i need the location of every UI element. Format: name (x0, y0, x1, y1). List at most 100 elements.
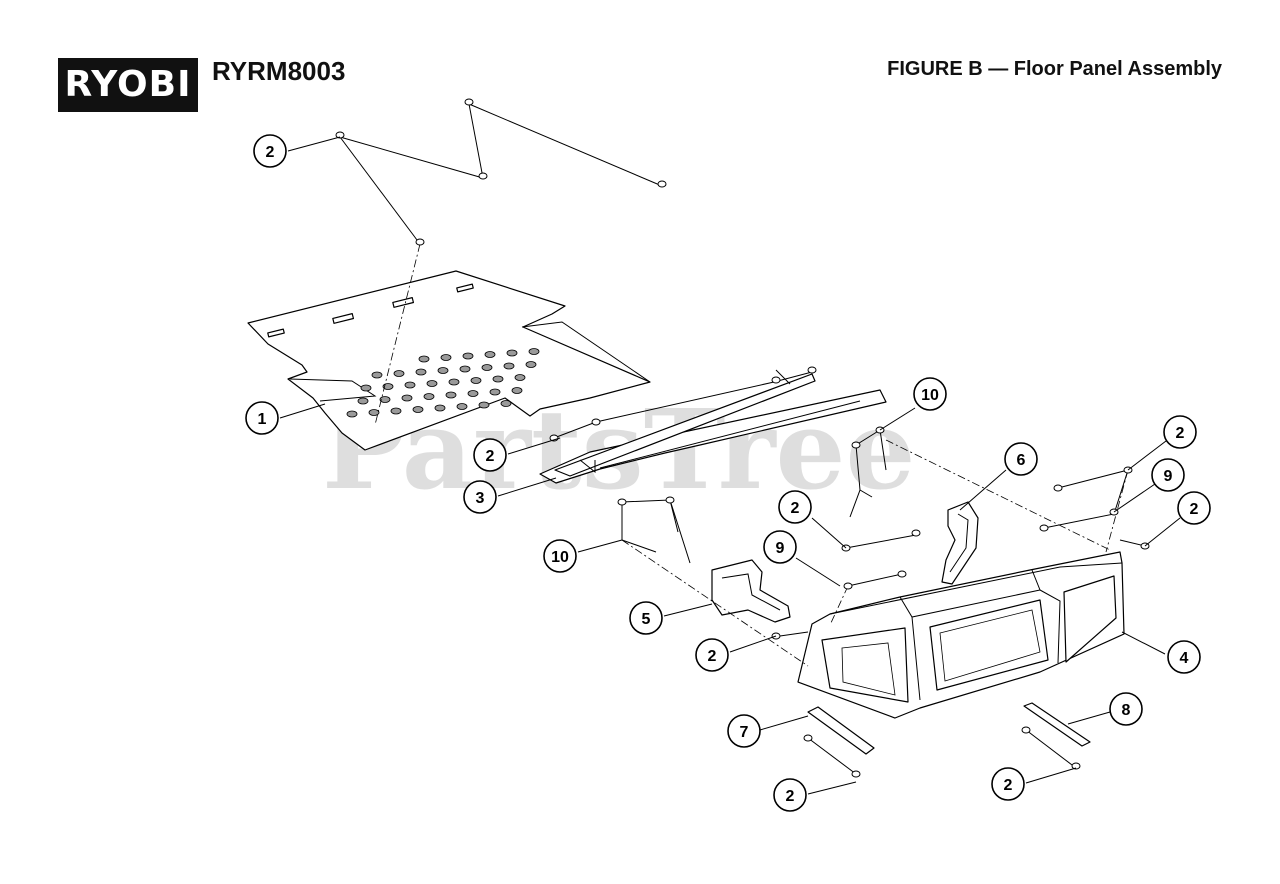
fastener-head (478, 172, 488, 180)
floor-hole (357, 397, 369, 405)
fastener-head (851, 770, 861, 778)
floor-hole (404, 381, 416, 389)
callout-label: 2 (791, 500, 800, 517)
callout-2: 2 (1177, 491, 1211, 525)
callout-label: 5 (642, 611, 651, 628)
callout-2: 2 (253, 134, 287, 168)
fastener-head (617, 498, 627, 506)
floor-hole (481, 364, 493, 371)
fastener-head (415, 238, 425, 246)
callout-label: 9 (776, 540, 785, 557)
floor-hole (506, 349, 518, 357)
floor-hole (478, 401, 490, 409)
callout-label: 10 (551, 549, 569, 566)
callout-5: 5 (629, 601, 663, 635)
strap-part-8 (1023, 702, 1091, 747)
fasteners (335, 98, 1150, 778)
callout-leaders (279, 136, 1181, 795)
floor-hole (525, 361, 537, 368)
fastener-head (897, 570, 907, 578)
callout-2: 2 (773, 778, 807, 812)
floor-hole (382, 383, 394, 390)
fastener-head (335, 131, 345, 139)
callout-8: 8 (1109, 692, 1143, 726)
fastener-head (591, 418, 601, 426)
callout-2: 2 (473, 438, 507, 472)
strap-part-7 (807, 706, 875, 755)
front-cowl-part-4 (797, 551, 1125, 719)
floor-hole (462, 352, 474, 360)
floor-hole (434, 404, 446, 412)
callout-9: 9 (1151, 458, 1185, 492)
figure-title: FIGURE B — Floor Panel Assembly (887, 58, 1222, 80)
fastener-head (657, 180, 667, 188)
floor-hole (379, 396, 391, 403)
fastener-head (771, 376, 781, 384)
floor-bracket-part-3 (539, 373, 887, 484)
callout-label: 2 (486, 448, 495, 465)
callout-label: 2 (1004, 777, 1013, 794)
fastener-head (665, 496, 675, 504)
floor-hole (360, 384, 372, 392)
floor-hole (500, 400, 512, 407)
callout-6: 6 (1004, 442, 1038, 476)
floor-hole (503, 362, 515, 370)
side-bracket-part-5 (711, 559, 791, 623)
callout-7: 7 (727, 714, 761, 748)
fastener-head (464, 98, 474, 106)
callout-10: 10 (913, 377, 947, 411)
floor-plate-holes (346, 348, 540, 418)
floor-hole (390, 407, 402, 415)
callout-label: 2 (1190, 501, 1199, 518)
callout-label: 2 (708, 648, 717, 665)
callout-2: 2 (695, 638, 729, 672)
fastener-head (851, 441, 861, 449)
floor-hole (440, 354, 452, 361)
callout-label: 2 (1176, 425, 1185, 442)
floor-hole (511, 387, 523, 394)
callout-label: 7 (740, 724, 749, 741)
callout-label: 10 (921, 387, 939, 404)
floor-hole (415, 368, 427, 376)
fastener-head (1053, 484, 1063, 492)
floor-hole (401, 394, 413, 402)
floor-plate-part-1 (247, 270, 651, 451)
floor-hole (459, 365, 471, 373)
callout-label: 2 (266, 144, 275, 161)
floor-hole (470, 377, 482, 384)
side-bracket-part-6 (941, 501, 979, 585)
floor-hole (456, 403, 468, 410)
floor-hole (445, 391, 457, 399)
callout-label: 3 (476, 490, 485, 507)
fastener-head (843, 582, 853, 590)
ryobi-logo: RYOBI (58, 58, 198, 112)
fastener-head (1039, 524, 1049, 532)
floor-hole (368, 409, 380, 416)
fastener-head (1021, 726, 1031, 734)
callout-label: 1 (258, 411, 267, 428)
callout-10: 10 (543, 539, 577, 573)
floor-hole (426, 380, 438, 387)
callout-2: 2 (991, 767, 1025, 801)
callout-9: 9 (763, 530, 797, 564)
callout-2: 2 (1163, 415, 1197, 449)
callout-3: 3 (463, 480, 497, 514)
floor-hole (467, 390, 479, 397)
model-number: RYRM8003 (212, 56, 346, 86)
floor-hole (423, 393, 435, 400)
floor-hole (514, 374, 526, 381)
callout-label: 4 (1180, 650, 1189, 667)
callout-1: 1 (245, 401, 279, 435)
floor-hole (412, 406, 424, 413)
floor-hole (346, 410, 358, 418)
logo-text: RYOBI (64, 64, 192, 105)
floor-hole (393, 370, 405, 377)
fastener-head (1071, 762, 1081, 770)
fastener-head (803, 734, 813, 742)
floor-hole (489, 388, 501, 396)
callout-label: 6 (1017, 452, 1026, 469)
floor-hole (437, 367, 449, 374)
floor-hole (528, 348, 540, 355)
